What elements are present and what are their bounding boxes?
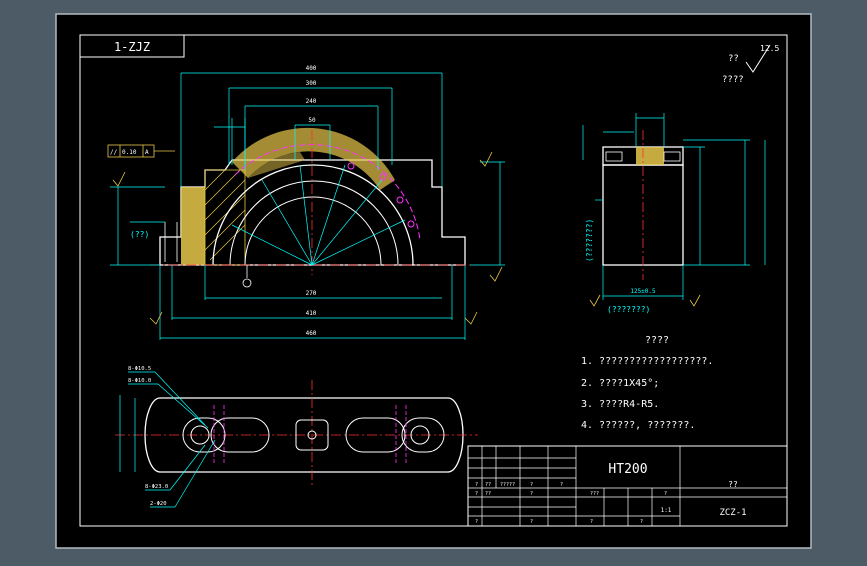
callout-4: 2-Φ20	[150, 501, 167, 507]
tb-b4: ?	[664, 491, 667, 497]
roughness-value: 12.5	[760, 44, 779, 53]
plan-outline	[144, 397, 464, 473]
side-view: 125±0.5 (???????) (???????)	[582, 113, 766, 314]
tb-c2: ?	[590, 519, 593, 525]
section-hatch-arc-2	[248, 152, 305, 178]
material-text: HT200	[608, 462, 647, 477]
tolerance-symbol: //	[110, 149, 118, 156]
tb-a2: ?????	[500, 482, 515, 488]
side-bottom-note: (???????)	[607, 305, 650, 314]
plan-view: 8-Φ10.5 8-Φ10.0 8-Φ23.0 2-Φ20	[115, 366, 478, 508]
requirements-block: ???? 1. ??????????????????. 2. ????1X45°…	[581, 335, 713, 431]
tb-c3: ?	[640, 519, 643, 525]
bolt-hole-1	[347, 162, 355, 170]
bolt-hole-3	[396, 196, 404, 204]
side-slot-left	[605, 151, 623, 162]
roughness-mark-left	[112, 171, 126, 187]
dim-240: 240	[306, 98, 317, 105]
title-block-frame	[467, 445, 788, 527]
side-roughness-2	[589, 294, 601, 307]
code-box-text: 1-ZJZ	[114, 40, 150, 54]
side-hatch	[636, 147, 664, 165]
requirement-1: 1. ??????????????????.	[581, 356, 713, 367]
dim-460: 460	[306, 330, 317, 337]
bolt-hole-4	[407, 220, 415, 228]
callout-3: 8-Φ23.0	[145, 484, 168, 490]
plan-slot-left	[210, 417, 270, 453]
front-dims-top	[180, 72, 443, 187]
side-slot-right	[663, 151, 681, 162]
drawing-sheet	[55, 13, 812, 549]
tb-b3: ???	[590, 491, 599, 497]
roughness-mark-right	[479, 151, 493, 167]
callout-1: 8-Φ10.5	[128, 366, 151, 372]
title-block: HT200 ?? ZCZ-1 1:1 ? ?? ????? ? ? ? ?? ?…	[467, 445, 788, 527]
roughness-note: ????	[722, 75, 744, 85]
tb-a0: ?	[475, 482, 478, 488]
tolerance-value: 0.10	[122, 149, 137, 156]
plan-callout-leaders	[119, 371, 216, 508]
scale-text: 1:1	[661, 507, 672, 514]
roughness-mark: ??	[728, 54, 739, 64]
plan-slot-right	[345, 417, 406, 453]
tb-b1: ??	[485, 491, 491, 497]
tb-a1: ??	[485, 482, 491, 488]
bolt-circle-arc	[234, 144, 421, 241]
hatch-lines-left	[204, 169, 246, 261]
side-dims	[582, 113, 766, 300]
side-roughness	[689, 294, 701, 307]
requirement-2: 2. ????1X45°;	[581, 378, 659, 389]
plan-boss-left	[182, 417, 226, 453]
plan-center-square	[295, 419, 329, 451]
tb-b2: ?	[530, 491, 533, 497]
section-hatch-left	[181, 187, 205, 265]
code-box	[79, 34, 185, 58]
section-hatch-arc	[232, 127, 395, 190]
tb-b0: ?	[475, 491, 478, 497]
roughness-mark-br	[464, 311, 478, 325]
tb-a3: ?	[530, 482, 533, 488]
roughness-mark-bottom	[489, 266, 503, 282]
datum-circle	[242, 278, 252, 288]
tb-c1: ?	[530, 519, 533, 525]
plan-hole-right	[410, 425, 430, 445]
tb-a4: ?	[560, 482, 563, 488]
side-left-note: (???????)	[585, 219, 594, 262]
dim-400: 400	[306, 65, 317, 72]
plan-hole-left	[190, 425, 210, 445]
front-view: 400 300 240 50 270 410 460 (??) // 0.10 …	[107, 65, 505, 340]
plan-hidden-lines	[213, 405, 407, 465]
requirement-4: 4. ??????, ???????.	[581, 420, 695, 431]
tb-c0: ?	[475, 519, 478, 525]
title-label: ??	[728, 480, 738, 489]
tolerance-datum: A	[145, 149, 149, 156]
bore-outer-arc	[212, 164, 414, 266]
plan-center-hole	[307, 430, 317, 440]
requirements-title: ????	[645, 335, 669, 346]
left-hole-note: (??)	[130, 230, 149, 239]
radial-dims	[231, 164, 406, 266]
roughness-symbol	[745, 44, 771, 73]
callout-2: 8-Φ10.0	[128, 378, 151, 384]
drawing-number: ZCZ-1	[719, 508, 746, 518]
dim-410: 410	[306, 310, 317, 317]
bolt-hole-2	[379, 173, 387, 181]
front-dims-bottom	[110, 161, 505, 340]
plan-boss-right	[401, 417, 445, 453]
dim-50: 50	[308, 117, 316, 124]
dim-300: 300	[306, 80, 317, 87]
roughness-mark-bl	[149, 311, 163, 325]
side-bottom-dim: 125±0.5	[630, 288, 656, 295]
drawing-border	[79, 34, 788, 527]
dim-270: 270	[306, 290, 317, 297]
requirement-3: 3. ????R4-R5.	[581, 399, 659, 410]
